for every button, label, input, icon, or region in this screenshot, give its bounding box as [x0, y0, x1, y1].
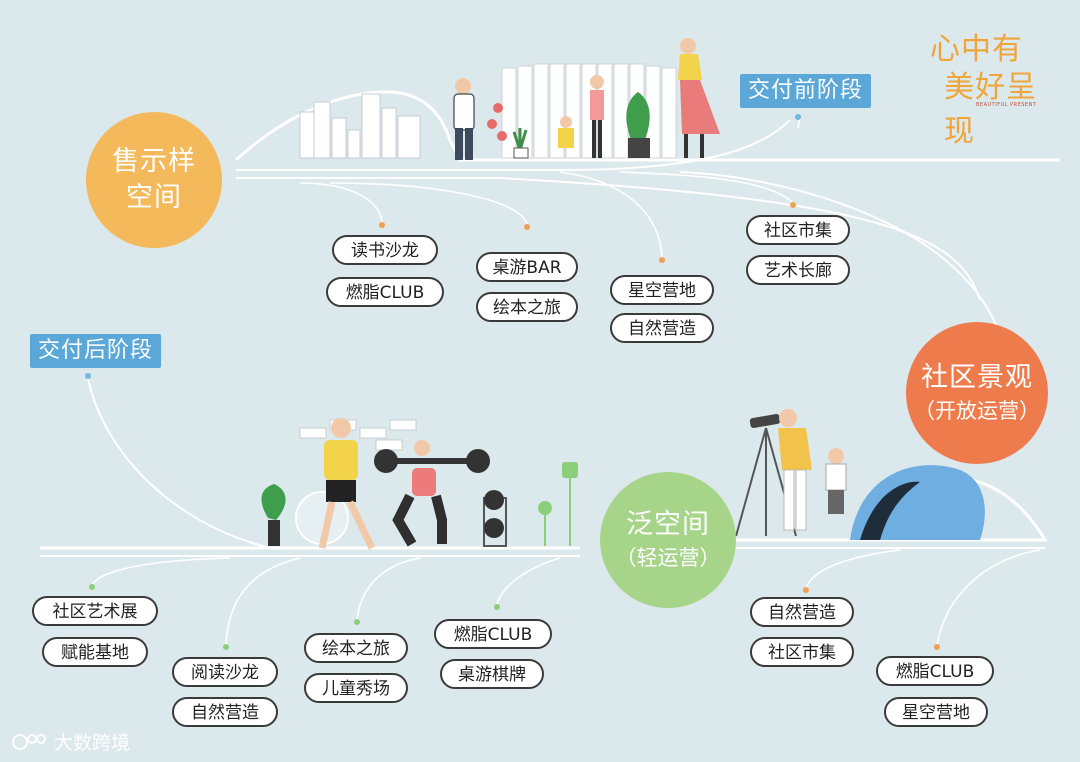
watermark-text: 大数跨境 [54, 732, 131, 754]
brand-tagline: BEAUTIFUL PRESENT [976, 102, 1037, 108]
pill-nature-2: 自然营造 [172, 697, 278, 727]
pill-fat-burn-club-2: 燃脂CLUB [434, 619, 552, 649]
pill-fat-burn-club-1: 燃脂CLUB [326, 277, 444, 307]
node-sales-showroom: 售示样 空间 [86, 112, 222, 248]
brand-logo: 心中有 美好呈现 BEAUTIFUL PRESENT [922, 24, 1062, 149]
fence-illustration [501, 63, 677, 159]
node-pan-line1: 泛空间 [626, 509, 710, 540]
telescope-tent-illustration [735, 409, 985, 540]
node-pan-space: 泛空间 （轻运营） [600, 472, 736, 608]
pill-market-2: 社区市集 [750, 637, 854, 667]
node-pan-line2: （轻运营） [615, 546, 721, 570]
node-community-landscape: 社区景观 （开放运营） [906, 322, 1048, 464]
stage-before-delivery: 交付前阶段 [740, 74, 872, 108]
brand-line2: 美好呈现 [944, 70, 1037, 149]
node-community-line2: （开放运营） [914, 399, 1040, 423]
pill-board-chess: 桌游棋牌 [440, 659, 544, 689]
pill-market-1: 社区市集 [746, 215, 850, 245]
node-community-line1: 社区景观 [921, 362, 1033, 393]
pill-picture-book-1: 绘本之旅 [476, 292, 578, 322]
brand-line1: 心中有 [930, 32, 1023, 67]
pill-nature-3: 自然营造 [750, 597, 854, 627]
watermark: 大数跨境 [12, 728, 130, 755]
pill-nature-1: 自然营造 [610, 313, 714, 343]
pill-star-camp-1: 星空营地 [610, 275, 714, 305]
watermark-logo-icon [12, 733, 46, 750]
city-buildings-illustration [299, 93, 421, 159]
stage-after-delivery: 交付后阶段 [30, 334, 162, 368]
pill-art-gallery: 艺术长廊 [746, 255, 850, 285]
pill-empower-base: 赋能基地 [42, 637, 148, 667]
pill-community-art: 社区艺术展 [32, 596, 158, 626]
pill-kids-show: 儿童秀场 [304, 673, 408, 703]
node-sales-line1: 售示样 [112, 146, 196, 177]
pill-reading-salon: 读书沙龙 [332, 235, 438, 265]
gym-illustration [261, 418, 578, 550]
pill-board-game-bar: 桌游BAR [476, 252, 578, 282]
pill-picture-book-2: 绘本之旅 [304, 633, 408, 663]
pill-star-camp-2: 星空营地 [884, 697, 988, 727]
gardener-figures-illustration [453, 38, 720, 160]
node-sales-line2: 空间 [126, 182, 182, 213]
pill-fat-burn-club-3: 燃脂CLUB [876, 656, 994, 686]
pill-read-salon-2: 阅读沙龙 [172, 657, 278, 687]
